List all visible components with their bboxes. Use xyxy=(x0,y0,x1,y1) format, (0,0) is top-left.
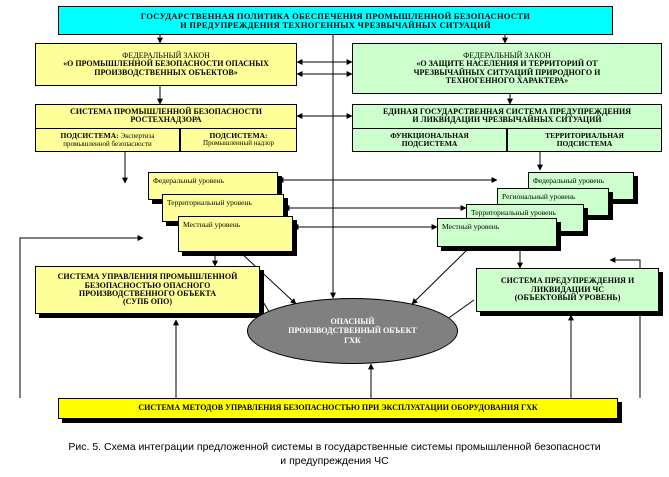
law-right-line2: «О ЗАЩИТЕ НАСЕЛЕНИЯ И ТЕРРИТОРИЙ ОТ xyxy=(416,59,598,69)
subsystem-supervision: ПОДСИСТЕМА: Промышленный надзор xyxy=(180,128,297,152)
subsystem-territorial-line2: ПОДСИСТЕМА xyxy=(556,139,613,148)
object-level-line3: (ОБЪЕКТОВЫЙ УРОВЕНЬ) xyxy=(514,293,621,303)
figure-caption: Рис. 5. Схема интеграции предложенной си… xyxy=(10,440,659,468)
supe-line2: БЕЗОПАСНОСТЬЮ ОПАСНОГО xyxy=(84,280,211,290)
subsystem-territorial: ТЕРРИТОРИАЛЬНАЯ ПОДСИСТЕМА xyxy=(507,128,662,152)
subsystem-expertise-text2: промышленной безопасности xyxy=(63,139,152,148)
object-line1: ОПАСНЫЙ xyxy=(330,317,375,327)
object-line3: ГХК xyxy=(344,335,361,345)
supe-opo-box: СИСТЕМА УПРАВЛЕНИЯ ПРОМЫШЛЕННОЙ БЕЗОПАСН… xyxy=(35,266,260,314)
system-right-line2: И ЛИКВИДАЦИИ ЧРЕЗВЫЧАЙНЫХ СИТУАЦИЙ xyxy=(412,115,602,125)
level-left-local: Местный уровень xyxy=(178,216,293,252)
level-left-territorial-label: Территориальный уровень xyxy=(167,198,252,207)
level-left-federal-label: Федеральный уровень xyxy=(153,176,225,185)
law-left-line3: ПРОИЗВОДСТВЕННЫХ ОБЪЕКТОВ» xyxy=(94,67,238,77)
feedback-loop-left xyxy=(19,235,144,398)
subsystem-expertise-text1: Экспертиза xyxy=(120,132,155,141)
level-right-local: Местный уровень xyxy=(437,218,557,247)
caption-line1: Рис. 5. Схема интеграции предложенной си… xyxy=(68,441,601,453)
subsystem-supervision-head: ПОДСИСТЕМА: xyxy=(209,131,268,141)
system-left-line2: РОСТЕХНАДЗОРА xyxy=(130,115,202,125)
feedback-loop-right xyxy=(609,257,641,398)
law-left-line2: «О ПРОМЫШЛЕННОЙ БЕЗОПАСНОСТИ ОПАСНЫХ xyxy=(63,59,269,69)
federal-law-emergency-protection-box: ФЕДЕРАЛЬНЫЙ ЗАКОН «О ЗАЩИТЕ НАСЕЛЕНИЯ И … xyxy=(352,43,662,94)
law-right-line4: ТЕХНОГЕННОГО ХАРАКТЕРА» xyxy=(445,75,569,85)
object-level-emergency-box: СИСТЕМА ПРЕДУПРЕЖДЕНИЯ И ЛИКВИДАЦИИ ЧС (… xyxy=(476,268,659,312)
state-policy-line2: И ПРЕДУПРЕЖДЕНИЯ ТЕХНОГЕННЫХ ЧРЕЗВЫЧАЙНЫ… xyxy=(180,19,491,30)
arrow-levels-right-to-object xyxy=(411,246,471,305)
caption-line2: и предупреждения ЧС xyxy=(280,455,389,468)
level-right-territorial-label: Территориальный уровень xyxy=(471,208,556,217)
object-line2: ПРОИЗВОДСТВЕННЫЙ ОБЪЕКТ xyxy=(288,326,417,336)
arrow-levels-left-to-object xyxy=(239,251,297,305)
level-right-local-label: Местный уровень xyxy=(442,222,500,231)
connector-layer xyxy=(19,35,641,398)
subsystem-expertise: ПОДСИСТЕМА: Экспертиза промышленной безо… xyxy=(35,128,180,152)
state-policy-box: ГОСУДАРСТВЕННАЯ ПОЛИТИКА ОБЕСПЕЧЕНИЯ ПРО… xyxy=(58,6,613,35)
safety-methods-system-box: СИСТЕМА МЕТОДОВ УПРАВЛЕНИЯ БЕЗОПАСНОСТЬЮ… xyxy=(58,398,618,419)
subsystem-supervision-text: Промышленный надзор xyxy=(203,139,274,148)
supe-line4: (СУПБ ОПО) xyxy=(122,297,173,307)
law-right-line3: ЧРЕЗВЫЧАЙНЫХ СИТУАЦИЙ ПРИРОДНОГО И xyxy=(413,67,601,77)
level-right-federal-label: Федеральный уровень xyxy=(533,176,605,185)
system-right-line1: ЕДИНАЯ ГОСУДАРСТВЕННАЯ СИСТЕМА ПРЕДУПРЕЖ… xyxy=(383,107,631,116)
system-left-line1: СИСТЕМА ПРОМЫШЛЕННОЙ БЕЗОПАСНОСТИ xyxy=(70,107,262,116)
state-policy-line1: ГОСУДАРСТВЕННАЯ ПОЛИТИКА ОБЕСПЕЧЕНИЯ ПРО… xyxy=(140,10,531,21)
hazardous-object-ellipse: ОПАСНЫЙ ПРОИЗВОДСТВЕННЫЙ ОБЪЕКТ ГХК xyxy=(247,298,458,364)
subsystem-functional-line2: ПОДСИСТЕМА xyxy=(401,139,458,148)
level-right-regional-label: Региональный уровень xyxy=(502,192,576,201)
federal-law-industrial-safety-box: ФЕДЕРАЛЬНЫЙ ЗАКОН «О ПРОМЫШЛЕННОЙ БЕЗОПА… xyxy=(35,43,297,86)
object-level-line2: ЛИКВИДАЦИИ ЧС xyxy=(530,284,605,294)
subsystem-territorial-line1: ТЕРРИТОРИАЛЬНАЯ xyxy=(545,131,624,141)
subsystem-functional-line1: ФУНКЦИОНАЛЬНАЯ xyxy=(390,131,469,141)
subsystem-functional: ФУНКЦИОНАЛЬНАЯ ПОДСИСТЕМА xyxy=(352,128,507,152)
object-level-line1: СИСТЕМА ПРЕДУПРЕЖДЕНИЯ И xyxy=(500,276,635,286)
law-right-heading: ФЕДЕРАЛЬНЫЙ ЗАКОН xyxy=(463,50,551,60)
level-left-local-label: Местный уровень xyxy=(183,220,241,229)
subsystem-expertise-head: ПОДСИСТЕМА: xyxy=(60,131,119,141)
supe-line3: ПРОИЗВОДСТВЕННОГО ОБЪЕКТА xyxy=(78,289,217,298)
bottom-box-text: СИСТЕМА МЕТОДОВ УПРАВЛЕНИЯ БЕЗОПАСНОСТЬЮ… xyxy=(138,403,538,413)
supe-line1: СИСТЕМА УПРАВЛЕНИЯ ПРОМЫШЛЕННОЙ xyxy=(57,272,238,282)
law-left-heading: ФЕДЕРАЛЬНЫЙ ЗАКОН xyxy=(122,50,210,60)
